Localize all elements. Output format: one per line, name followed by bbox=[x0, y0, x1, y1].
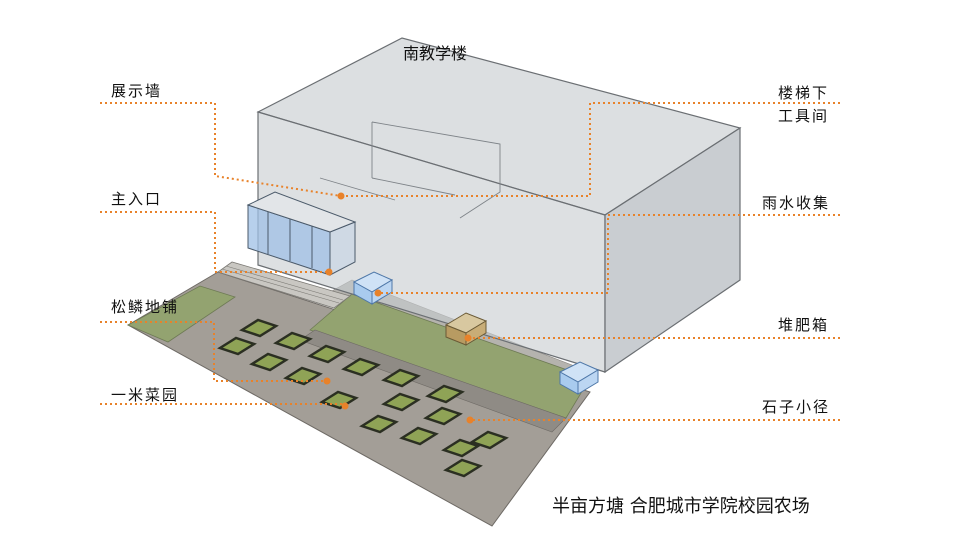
label-stone-path: 石子小径 bbox=[762, 398, 831, 416]
label-exhibition-wall: 展示墙 bbox=[111, 82, 163, 100]
label-pine-paving: 松鳞地铺 bbox=[111, 298, 180, 316]
leader-dots bbox=[323, 192, 474, 424]
building-label: 南教学楼 bbox=[403, 44, 468, 63]
label-vegetable-garden: 一米菜园 bbox=[111, 386, 180, 404]
label-under-stair-1: 楼梯下 bbox=[778, 84, 830, 102]
label-rainwater: 雨水收集 bbox=[762, 194, 831, 212]
stone-path bbox=[299, 329, 567, 433]
label-compost: 堆肥箱 bbox=[778, 316, 830, 334]
pine-paving-area bbox=[127, 285, 236, 343]
label-main-entrance: 主入口 bbox=[111, 190, 163, 208]
leader-lines bbox=[100, 102, 840, 421]
label-under-stair-2: 工具间 bbox=[778, 107, 830, 125]
caption: 半亩方塘 合肥城市学院校园农场 bbox=[552, 496, 810, 517]
vegetable-beds bbox=[217, 318, 509, 478]
building-side bbox=[604, 126, 741, 374]
ground-base bbox=[126, 271, 591, 527]
